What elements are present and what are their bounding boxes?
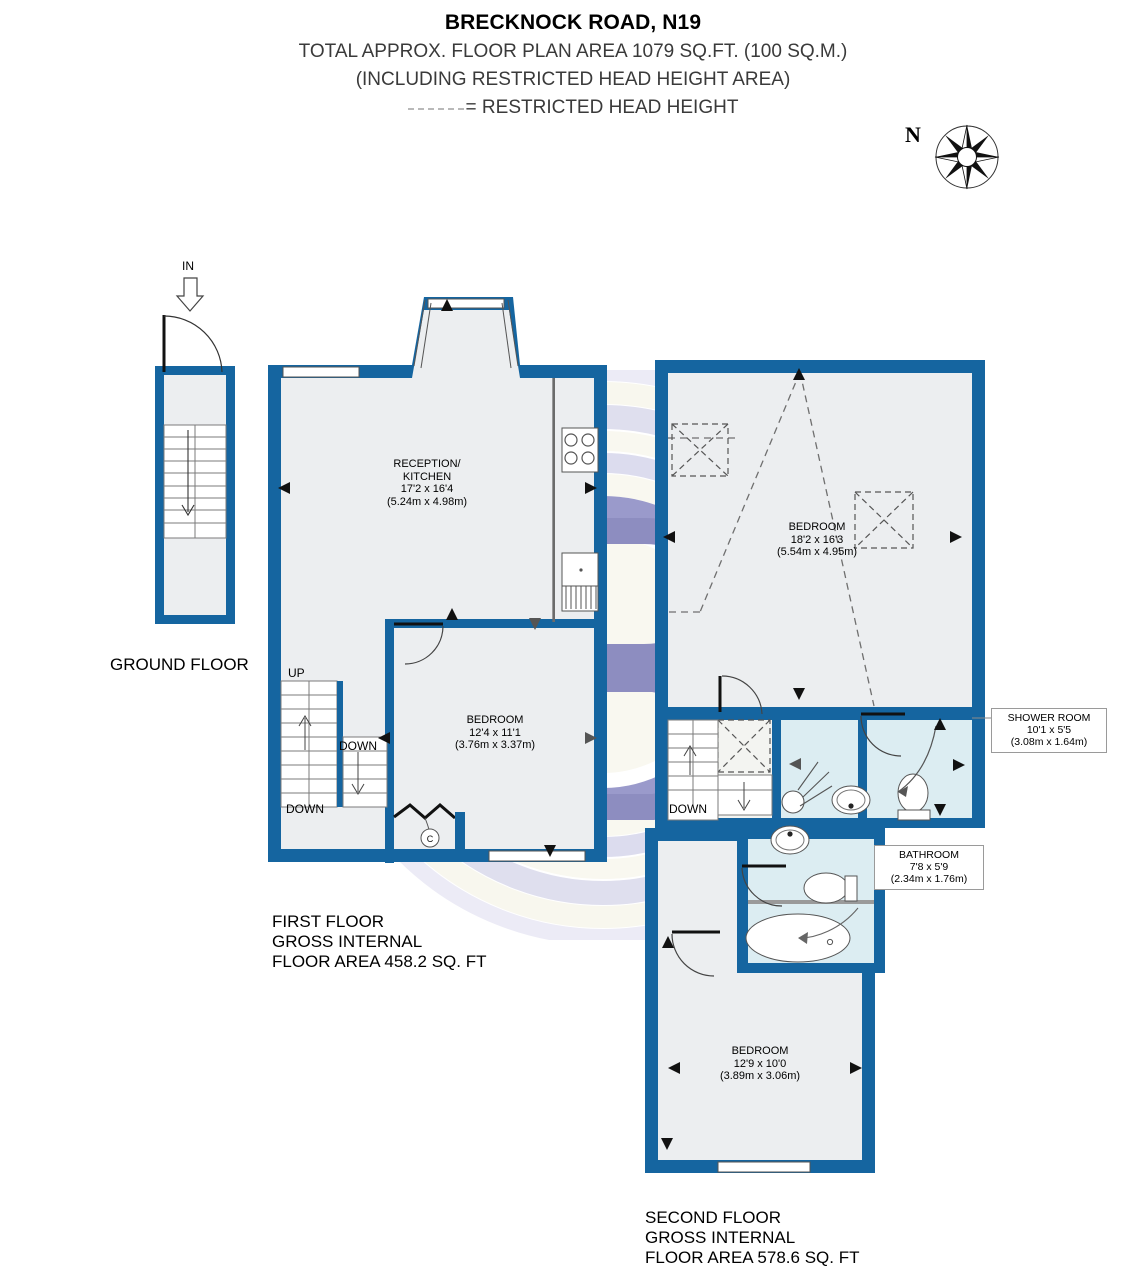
room-dims-imperial: 18'2 x 16'3 (790, 533, 844, 546)
stair-label-down-right: DOWN (339, 739, 377, 753)
basin-icon (831, 785, 871, 815)
room-dims-imperial: 17'2 x 16'4 (400, 483, 454, 495)
callout-dims-metric: (3.08m x 1.64m) (1010, 736, 1088, 748)
room-name-line1: RECEPTION/ (393, 458, 461, 470)
room-dims-metric: (3.89m x 3.06m) (719, 1070, 801, 1082)
first-floor-caption: FIRST FLOOR GROSS INTERNAL FLOOR AREA 45… (272, 912, 486, 972)
ground-floor-plan (155, 277, 235, 624)
room-dims-metric: (3.76m x 3.37m) (454, 739, 536, 751)
first-floor-caption-line2: GROSS INTERNAL (272, 932, 423, 951)
bathroom-basin-icon (770, 825, 810, 855)
cupboard-nook: C (393, 803, 456, 848)
callout-name: BATHROOM (899, 849, 959, 861)
oven-icon (561, 552, 599, 612)
restricted-head-note: (INCLUDING RESTRICTED HEAD HEIGHT AREA) (355, 69, 791, 90)
first-floor-stairs (280, 680, 388, 808)
legend-label: = RESTRICTED HEAD HEIGHT (465, 97, 739, 118)
bedroom-door (394, 622, 444, 665)
landing-door (718, 675, 763, 715)
entry-arrow-icon (175, 277, 205, 312)
entry-label: IN (182, 259, 194, 273)
toilet-icon (897, 773, 931, 821)
second-floor-plan (645, 360, 992, 1173)
second-floor-stairs (667, 719, 773, 821)
callout-name: SHOWER ROOM (1007, 712, 1091, 724)
second-floor-caption-line1: SECOND FLOOR (645, 1208, 782, 1227)
lower-bedroom-door (671, 930, 720, 977)
page-title: BRECKNOCK ROAD, N19 (444, 11, 702, 34)
stair-label-up: UP (288, 666, 305, 680)
room-name: BEDROOM (731, 1045, 789, 1057)
restricted-head-height-lines (668, 371, 875, 707)
compass-rose: N (905, 112, 1015, 202)
first-floor-caption-line3: FLOOR AREA 458.2 SQ. FT (272, 952, 487, 971)
room-label-second-floor-bedroom: BEDROOM 18'2 x 16'3 (5.54m x 4.95m) (722, 521, 912, 559)
bathroom-door (741, 864, 786, 907)
room-name-line2: KITCHEN (402, 470, 452, 483)
restricted-head-dash-swatch (407, 108, 464, 110)
legend: = RESTRICTED HEAD HEIGHT (0, 97, 1146, 119)
compass-rose-icon (934, 124, 1000, 190)
callout-dims-imperial: 7'8 x 5'9 (909, 861, 949, 873)
room-dims-metric: (5.54m x 4.95m) (776, 546, 858, 558)
hob-icon (561, 427, 599, 473)
room-dims-imperial: 12'9 x 10'0 (733, 1057, 787, 1070)
callout-bathroom: BATHROOM 7'8 x 5'9 (2.34m x 1.76m) (874, 845, 984, 890)
room-dims-metric: (5.24m x 4.98m) (386, 495, 468, 508)
stair-label-down-second: DOWN (669, 802, 707, 816)
compass-north-label: N (905, 122, 921, 147)
room-label-reception-kitchen: RECEPTION/ KITCHEN 17'2 x 16'4 (5.24m x … (332, 458, 522, 508)
total-area-text: TOTAL APPROX. FLOOR PLAN AREA 1079 SQ.FT… (298, 41, 848, 62)
room-name: BEDROOM (466, 714, 524, 726)
first-floor-caption-line1: FIRST FLOOR (272, 912, 385, 931)
shower-door (860, 712, 905, 757)
room-label-first-floor-bedroom: BEDROOM 12'4 x 11'1 (3.76m x 3.37m) (400, 714, 590, 752)
room-dims-imperial: 12'4 x 11'1 (469, 726, 521, 739)
room-name: BEDROOM (788, 521, 846, 533)
callout-dims-metric: (2.34m x 1.76m) (890, 873, 968, 885)
callout-dims-imperial: 10'1 x 5'5 (1026, 724, 1072, 736)
ground-floor-caption: GROUND FLOOR (110, 655, 249, 674)
first-floor-plan: C (268, 297, 607, 863)
second-floor-caption-line2: GROSS INTERNAL (645, 1228, 796, 1247)
shower-icon (781, 761, 833, 814)
callout-shower-room: SHOWER ROOM 10'1 x 5'5 (3.08m x 1.64m) (991, 708, 1107, 753)
plan-header: BRECKNOCK ROAD, N19 TOTAL APPROX. FLOOR … (0, 0, 1146, 119)
second-floor-caption-line3: FLOOR AREA 578.6 SQ. FT (645, 1248, 860, 1267)
stair-label-down-left: DOWN (286, 802, 324, 816)
second-floor-caption: SECOND FLOOR GROSS INTERNAL FLOOR AREA 5… (645, 1208, 859, 1268)
svg-text:C: C (427, 834, 434, 844)
bathroom-toilet-icon (803, 872, 858, 904)
room-label-rear-bedroom: BEDROOM 12'9 x 10'0 (3.89m x 3.06m) (665, 1045, 855, 1083)
